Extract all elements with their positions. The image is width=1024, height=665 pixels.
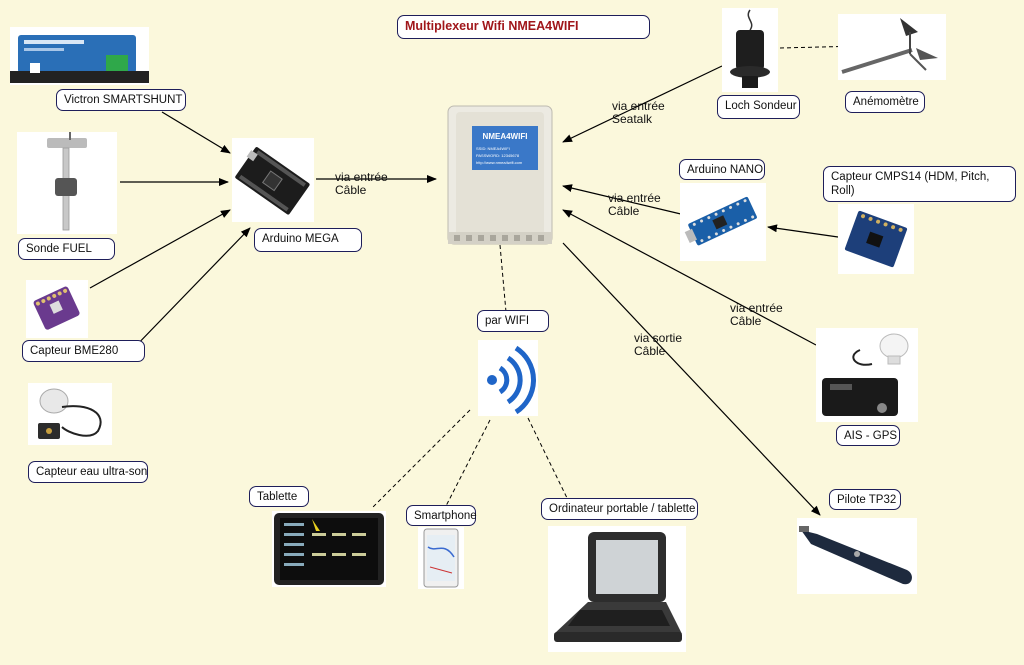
dash-mux-wifi	[499, 244, 507, 313]
loch-sondeur-image	[722, 8, 778, 92]
arrow-loch-mux	[562, 65, 723, 143]
tablette-image	[272, 511, 386, 587]
mux-line1: SSID: NMEA4WIFI	[476, 146, 510, 151]
laptop-image	[548, 526, 686, 652]
arrow-ais-mux	[562, 209, 817, 346]
arrow-bme-mega	[89, 209, 231, 289]
fuel-label: Sonde FUEL	[18, 238, 115, 260]
arduino-mega-image	[232, 138, 314, 222]
wifi-icon	[478, 340, 538, 416]
bme280-image	[26, 280, 88, 338]
arduino-nano-label: Arduino NANO	[679, 159, 765, 180]
wifi-label: par WIFI	[477, 310, 549, 332]
mux-line2: PASSWORD: 12345678	[476, 153, 520, 158]
loch-label: Loch Sondeur	[717, 95, 800, 119]
anemometre-label: Anémomètre	[845, 91, 925, 113]
arduino-mega-label: Arduino MEGA	[254, 228, 362, 252]
ultrasonic-sensor-image	[28, 383, 112, 445]
multiplexer-box-image: NMEA4WIFI SSID: NMEA4WIFI PASSWORD: 1234…	[447, 105, 553, 245]
ultrason-label: Capteur eau ultra-son	[28, 461, 148, 483]
arrow-cmps-nano	[767, 224, 839, 238]
page-title: Multiplexeur Wifi NMEA4WIFI	[397, 15, 650, 39]
fuel-sensor-image	[17, 132, 117, 234]
dash-wifi-tablet	[371, 409, 471, 509]
arrow-ultrason-mega	[129, 227, 251, 353]
smartphone-label: Smartphone	[406, 505, 477, 526]
cmps14-image	[838, 204, 914, 274]
mux-line3: http://www.nmea4wifi.com	[476, 160, 523, 165]
arduino-nano-image	[680, 183, 766, 261]
anemometer-image	[838, 14, 946, 80]
pilote-label: Pilote TP32	[829, 489, 901, 510]
tablette-label: Tablette	[249, 486, 309, 507]
dash-wifi-phone	[445, 419, 491, 507]
victron-smartshunt-image	[10, 27, 149, 85]
bme280-label: Capteur BME280	[22, 340, 145, 362]
dash-wifi-laptop	[527, 417, 569, 501]
arrow-nano-mux	[562, 184, 686, 216]
victron-label: Victron SMARTSHUNT	[56, 89, 186, 111]
cmps14-label: Capteur CMPS14 (HDM, Pitch, Roll)	[823, 166, 1016, 202]
ordinateur-label: Ordinateur portable / tablette	[541, 498, 698, 520]
arrow-victron-mega	[161, 111, 231, 154]
ais-gps-image	[816, 328, 918, 422]
ais-label: AIS - GPS	[836, 425, 900, 446]
arrow-mux-pilote	[562, 242, 821, 516]
pilote-tp32-image	[797, 518, 917, 594]
mux-brand: NMEA4WIFI	[483, 132, 528, 141]
smartphone-image	[418, 527, 464, 589]
